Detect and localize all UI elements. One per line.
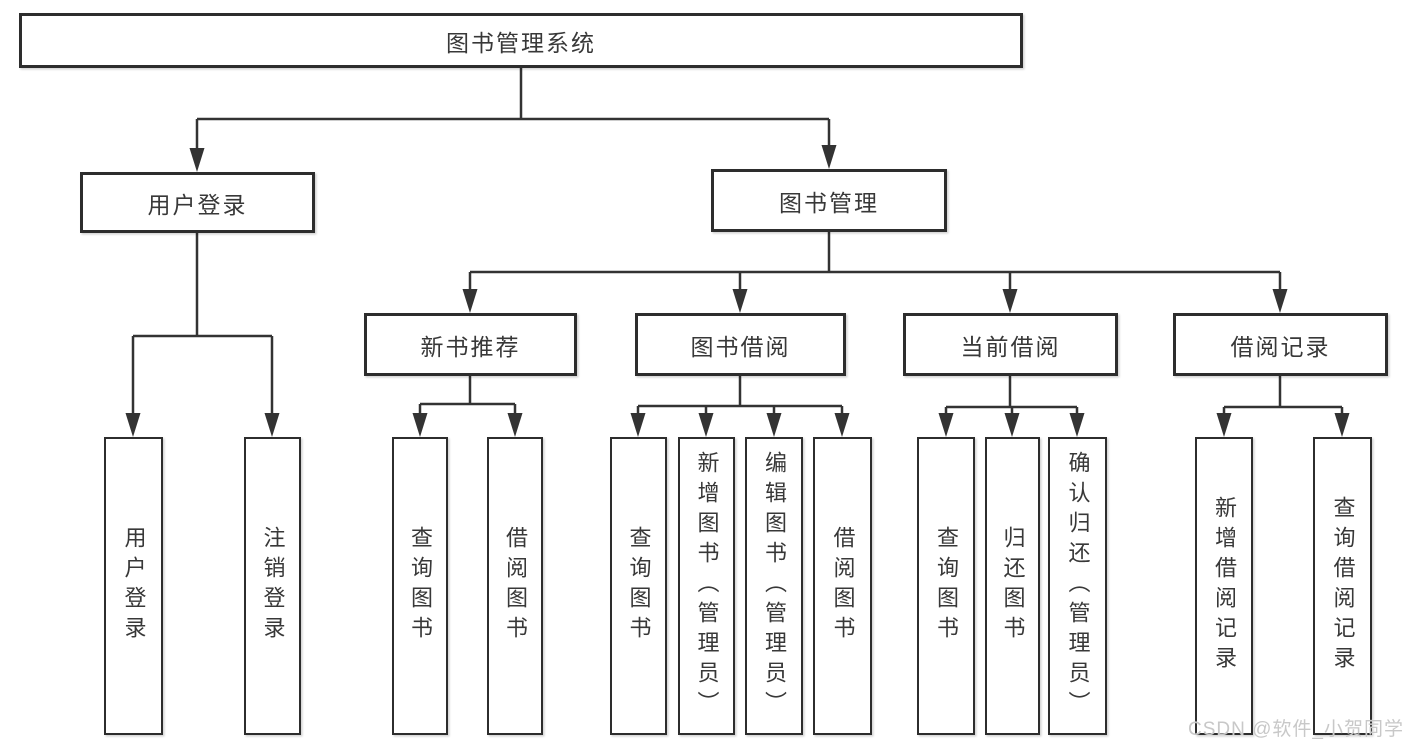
arrowhead-icons (125, 145, 1350, 437)
leaf-query-books-current: 查询图书 (917, 437, 975, 735)
node-root-label: 图书管理系统 (446, 29, 596, 56)
leaf-query-books-borrow: 查询图书 (610, 437, 667, 735)
leaf-return-book-label: 归还图书 (1000, 526, 1026, 646)
leaf-confirm-return-admin: 确认归还（管理员） (1048, 437, 1107, 735)
arrow-down-icon (1002, 289, 1018, 313)
node-book-management: 图书管理 (711, 169, 947, 232)
arrow-down-icon (1004, 413, 1020, 437)
leaf-confirm-return-admin-label: 确认归还（管理员） (1065, 451, 1091, 721)
leaf-borrow-books-recommend: 借阅图书 (487, 437, 543, 735)
arrow-down-icon (189, 148, 205, 172)
arrow-down-icon (1069, 413, 1085, 437)
leaf-query-borrow-record: 查询借阅记录 (1313, 437, 1372, 735)
arrow-down-icon (766, 413, 782, 437)
node-borrow-records: 借阅记录 (1173, 313, 1388, 376)
leaf-add-borrow-record-label: 新增借阅记录 (1212, 496, 1237, 676)
arrow-down-icon (698, 413, 714, 437)
connector-book-management-branch (468, 232, 1282, 292)
connector-book-borrow-branch (636, 376, 844, 416)
connector-root-branch (195, 68, 831, 152)
leaf-query-books-recommend-label: 查询图书 (408, 526, 433, 646)
node-current-borrow: 当前借阅 (903, 313, 1118, 376)
leaf-query-borrow-record-label: 查询借阅记录 (1330, 496, 1356, 676)
leaf-edit-book-admin-label: 编辑图书（管理员） (762, 451, 787, 721)
leaf-add-borrow-record: 新增借阅记录 (1195, 437, 1253, 735)
leaf-borrow-books-recommend-label: 借阅图书 (503, 526, 528, 646)
connector-user-login-branch (131, 233, 274, 416)
leaf-add-book-admin-label: 新增图书（管理员） (694, 451, 720, 721)
leaf-user-login-label: 用户登录 (121, 526, 147, 646)
arrow-down-icon (834, 413, 850, 437)
leaf-edit-book-admin: 编辑图书（管理员） (745, 437, 803, 735)
leaf-logout: 注销登录 (244, 437, 301, 735)
leaf-query-books-recommend: 查询图书 (392, 437, 448, 735)
leaf-logout-label: 注销登录 (260, 526, 286, 646)
connector-current-borrow-branch (944, 376, 1079, 416)
node-root: 图书管理系统 (19, 13, 1023, 68)
leaf-borrow-books: 借阅图书 (813, 437, 872, 735)
arrow-down-icon (125, 413, 141, 437)
leaf-user-login: 用户登录 (104, 437, 163, 735)
node-borrow-records-label: 借阅记录 (1230, 333, 1331, 360)
leaf-query-books-borrow-label: 查询图书 (626, 526, 652, 646)
node-book-borrow-label: 图书借阅 (690, 333, 791, 360)
arrow-down-icon (462, 289, 478, 313)
connector-borrow-record-branch (1222, 376, 1344, 416)
node-user-login: 用户登录 (80, 172, 315, 233)
node-new-book-recommend: 新书推荐 (364, 313, 577, 376)
arrow-down-icon (821, 145, 837, 169)
leaf-add-book-admin: 新增图书（管理员） (678, 437, 735, 735)
arrow-down-icon (938, 413, 954, 437)
arrow-down-icon (1334, 413, 1350, 437)
leaf-query-books-current-label: 查询图书 (934, 526, 959, 646)
leaf-return-book: 归还图书 (985, 437, 1040, 735)
arrow-down-icon (264, 413, 280, 437)
arrow-down-icon (1272, 289, 1288, 313)
node-new-book-recommend-label: 新书推荐 (420, 333, 521, 360)
node-user-login-label: 用户登录 (147, 191, 248, 218)
node-current-borrow-label: 当前借阅 (960, 333, 1061, 360)
node-book-management-label: 图书管理 (779, 189, 879, 216)
arrow-down-icon (1216, 413, 1232, 437)
arrow-down-icon (412, 413, 428, 437)
arrow-down-icon (507, 413, 523, 437)
connector-new-book-branch (418, 376, 517, 416)
arrow-down-icon (630, 413, 646, 437)
arrow-down-icon (732, 289, 748, 313)
node-book-borrow: 图书借阅 (635, 313, 846, 376)
watermark-text: CSDN @软件_小贺同学 (1188, 719, 1404, 740)
leaf-borrow-books-label: 借阅图书 (830, 526, 856, 646)
